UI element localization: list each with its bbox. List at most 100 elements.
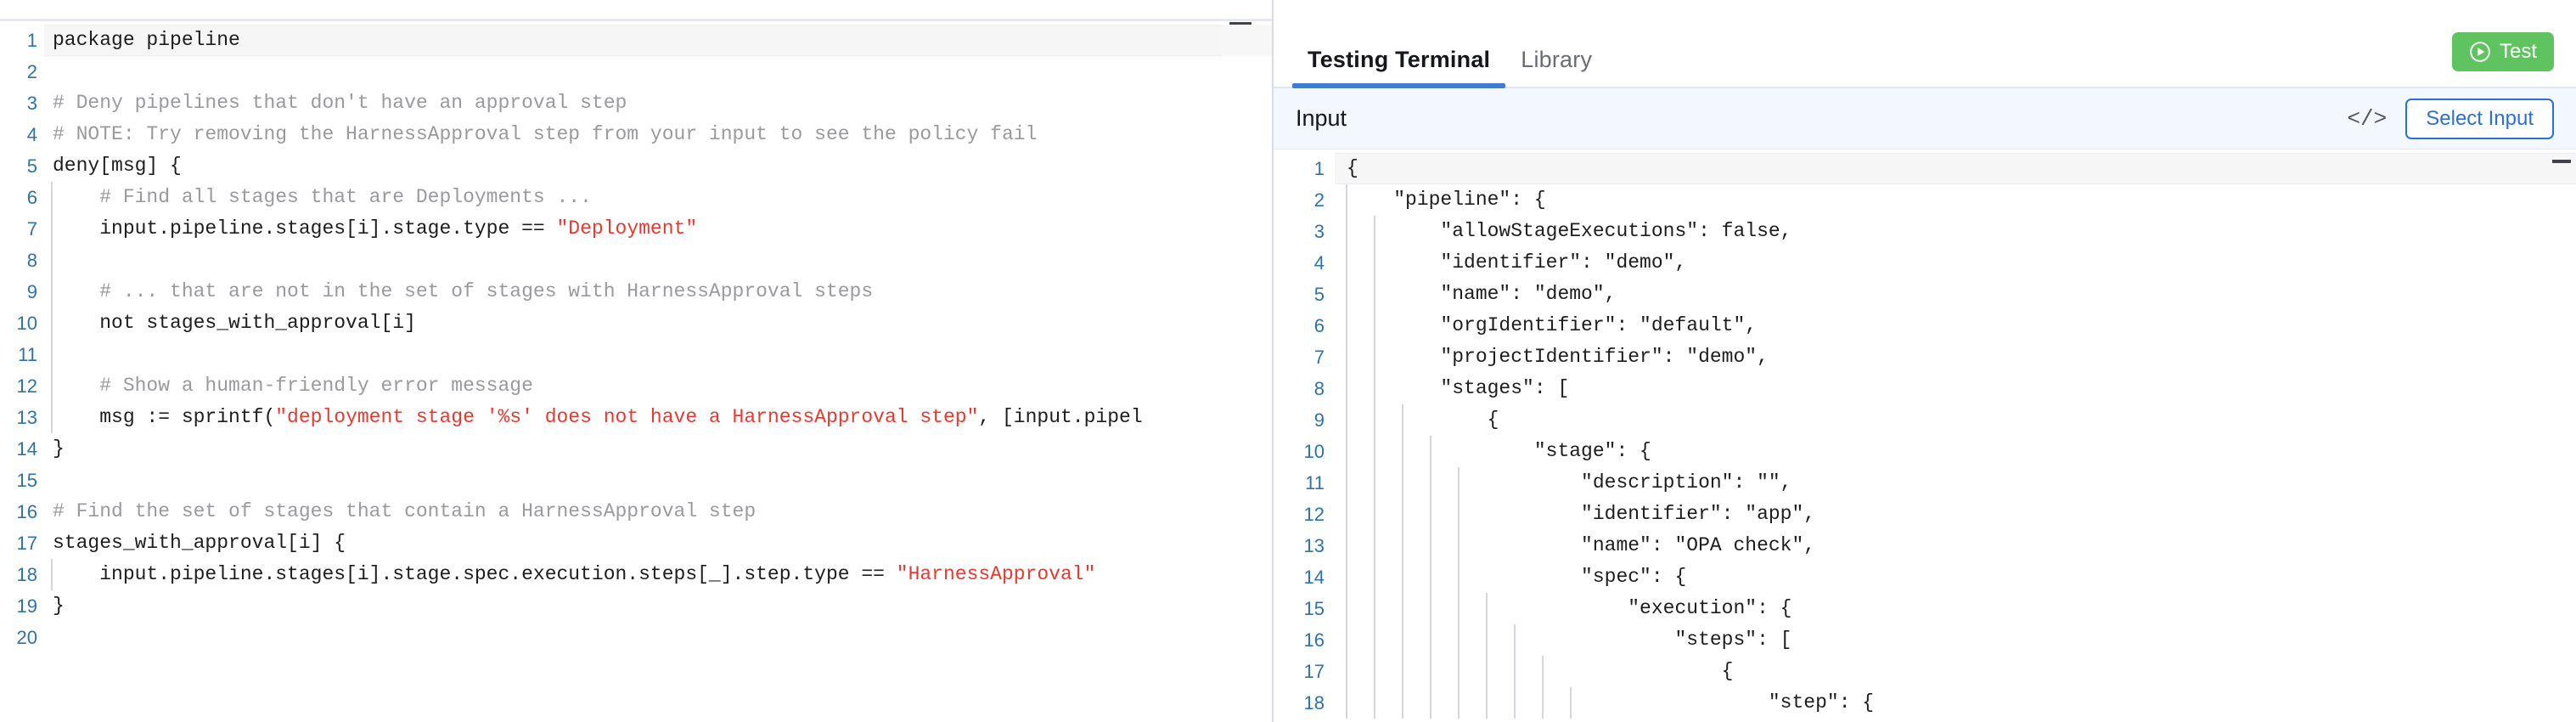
code-line[interactable]: 20 <box>0 622 1272 653</box>
indent-guide <box>1402 436 1403 467</box>
indent-guide <box>1430 593 1431 624</box>
indent-guide <box>1458 687 1460 719</box>
code-line-content: package pipeline <box>44 25 1272 56</box>
editor-top-strip <box>0 0 1272 19</box>
code-line[interactable]: 2 <box>0 56 1272 87</box>
line-number: 5 <box>26 155 37 177</box>
code-line[interactable]: 3 # Deny pipelines that don't have an app… <box>0 87 1272 119</box>
indent-guide <box>1458 656 1460 687</box>
line-number: 10 <box>1303 441 1325 462</box>
code-line-content <box>44 465 1272 496</box>
json-line[interactable]: 10 "stage": { <box>1274 436 2576 467</box>
json-line[interactable]: 2 "pipeline": { <box>1274 184 2576 216</box>
token-cmt: # Find the set of stages that contain a … <box>53 500 756 522</box>
line-number: 3 <box>26 93 37 114</box>
line-number: 15 <box>16 470 37 491</box>
json-text: { <box>1347 157 1358 179</box>
test-button[interactable]: Test <box>2451 32 2554 71</box>
line-number: 8 <box>26 250 37 271</box>
code-line-content: not stages_with_approval[i] <box>44 307 1272 339</box>
json-text: "name": "OPA check", <box>1347 534 1816 556</box>
json-line[interactable]: 3 "allowStageExecutions": false, <box>1274 216 2576 247</box>
code-line[interactable]: 9 # ... that are not in the set of stage… <box>0 276 1272 307</box>
json-text: "step": { <box>1347 691 1875 714</box>
code-brackets-icon[interactable]: </> <box>2347 105 2388 132</box>
token-plain: msg := sprintf( <box>53 406 276 428</box>
json-text: "steps": [ <box>1347 629 1792 651</box>
json-line-content: "description": "", <box>1335 467 2576 499</box>
line-number: 12 <box>16 375 37 397</box>
code-line[interactable]: 4# NOTE: Try removing the HarnessApprova… <box>0 119 1272 150</box>
json-line[interactable]: 9 { <box>1274 404 2576 436</box>
code-line[interactable]: 11 <box>0 339 1272 370</box>
select-input-button[interactable]: Select Input <box>2405 98 2554 139</box>
code-text: # Find the set of stages that contain a … <box>44 496 756 527</box>
json-line[interactable]: 17 { <box>1274 656 2576 687</box>
code-line-content <box>44 339 1272 370</box>
token-plain: } <box>53 437 65 460</box>
code-text: # ... that are not in the set of stages … <box>44 276 873 307</box>
indent-guide <box>1346 279 1347 310</box>
tab-testing-terminal-label: Testing Terminal <box>1308 47 1491 72</box>
json-line[interactable]: 6 "orgIdentifier": "default", <box>1274 310 2576 341</box>
line-number: 7 <box>1313 347 1325 368</box>
indent-guide <box>1374 561 1375 593</box>
indent-guide <box>1458 593 1460 624</box>
indent-guide <box>1402 687 1403 719</box>
tab-testing-terminal[interactable]: Testing Terminal <box>1292 47 1506 88</box>
json-line[interactable]: 13 "name": "OPA check", <box>1274 530 2576 561</box>
tab-library[interactable]: Library <box>1505 47 1607 87</box>
json-line[interactable]: 11 "description": "", <box>1274 467 2576 499</box>
code-line-content: stages_with_approval[i] { <box>44 527 1272 559</box>
code-line[interactable]: 13 msg := sprintf("deployment stage '%s'… <box>0 402 1272 433</box>
code-line[interactable]: 7 input.pipeline.stages[i].stage.type ==… <box>0 213 1272 245</box>
code-line[interactable]: 18 input.pipeline.stages[i].stage.spec.e… <box>0 559 1272 590</box>
right-minimize-icon[interactable] <box>2552 160 2571 163</box>
json-line[interactable]: 18 "step": { <box>1274 687 2576 719</box>
code-line-content: input.pipeline.stages[i].stage.spec.exec… <box>44 559 1272 590</box>
code-line[interactable]: 10 not stages_with_approval[i] <box>0 307 1272 339</box>
code-line-content: # Deny pipelines that don't have an appr… <box>44 87 1272 119</box>
json-line[interactable]: 14 "spec": { <box>1274 561 2576 593</box>
indent-guide <box>1374 216 1375 247</box>
json-line[interactable]: 16 "steps": [ <box>1274 624 2576 656</box>
code-line[interactable]: 6 # Find all stages that are Deployments… <box>0 182 1272 213</box>
code-text: # Deny pipelines that don't have an appr… <box>44 87 627 119</box>
json-line[interactable]: 12 "identifier": "app", <box>1274 499 2576 530</box>
indent-guide <box>1486 624 1488 656</box>
json-line[interactable]: 1{ <box>1274 153 2576 184</box>
code-line[interactable]: 16# Find the set of stages that contain … <box>0 496 1272 527</box>
json-line[interactable]: 5 "name": "demo", <box>1274 279 2576 310</box>
json-line[interactable]: 7 "projectIdentifier": "demo", <box>1274 341 2576 373</box>
json-line[interactable]: 15 "execution": { <box>1274 593 2576 624</box>
json-line[interactable]: 4 "identifier": "demo", <box>1274 247 2576 279</box>
indent-guide <box>1402 656 1403 687</box>
indent-guide <box>51 339 53 370</box>
code-line[interactable]: 19} <box>0 590 1272 622</box>
code-line[interactable]: 15 <box>0 465 1272 496</box>
code-line[interactable]: 14} <box>0 433 1272 465</box>
json-text: "stages": [ <box>1347 377 1570 399</box>
input-toolbar: Input </> Select Input <box>1274 88 2576 149</box>
code-text: # Show a human-friendly error message <box>44 370 533 402</box>
json-line-content: "steps": [ <box>1335 624 2576 656</box>
line-number: 15 <box>1303 598 1325 619</box>
indent-guide <box>1514 687 1516 719</box>
code-line[interactable]: 8 <box>0 245 1272 276</box>
indent-guide <box>1430 656 1431 687</box>
indent-guide <box>51 276 53 307</box>
code-line-content: msg := sprintf("deployment stage '%s' do… <box>44 402 1272 433</box>
minimize-icon[interactable] <box>1229 22 1251 26</box>
indent-guide <box>1346 404 1347 436</box>
indent-guide <box>1430 467 1431 499</box>
json-line[interactable]: 8 "stages": [ <box>1274 373 2576 404</box>
indent-guide <box>1402 530 1403 561</box>
indent-guide <box>51 182 53 213</box>
json-input-editor[interactable]: 1{2 "pipeline": {3 "allowStageExecutions… <box>1274 149 2576 722</box>
code-line[interactable]: 12 # Show a human-friendly error message <box>0 370 1272 402</box>
